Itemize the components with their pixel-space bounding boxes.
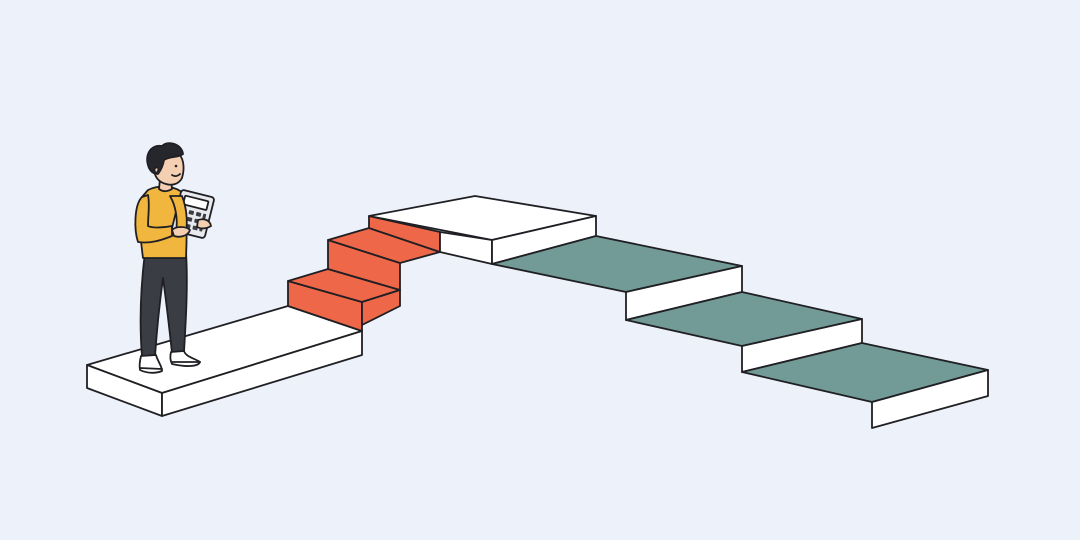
start-platform [86,305,363,417]
ascending-stairs [287,215,441,332]
top-platform [368,195,597,265]
person-shoes [138,350,201,374]
descending-stairs [491,235,989,429]
person-legs [139,251,188,357]
person [134,142,215,374]
person-hair [146,142,184,175]
